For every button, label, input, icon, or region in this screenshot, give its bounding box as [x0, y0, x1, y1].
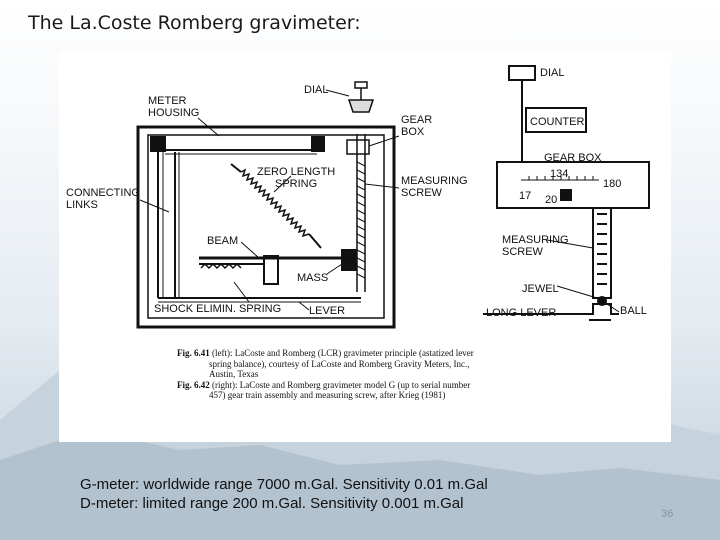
label-long-lever: LONG LEVER [486, 307, 556, 319]
label-mass: MASS [297, 272, 328, 284]
zero-length-spring [240, 168, 310, 238]
page-number: 36 [661, 508, 674, 520]
caption-line-2: spring balance), courtesy of LaCoste and… [209, 358, 470, 369]
gravimeter-figure: DIAL METER HOUSING GEAR BOX ZERO LENGTH … [59, 52, 671, 442]
figure-caption: Fig. 6.41 (left): LaCoste and Romberg (L… [177, 348, 597, 401]
caption-line-3: Austin, Texas [209, 369, 259, 380]
caption-fig-642: Fig. 6.42 [177, 379, 210, 390]
counter [525, 107, 587, 133]
model-g-diagram [483, 65, 650, 321]
label-links: LINKS [66, 199, 98, 211]
caption-line-1: (left): LaCoste and Romberg (LCR) gravim… [209, 348, 474, 358]
meter-housing [136, 125, 396, 329]
label-shock-elimin-spring: SHOCK ELIMIN. SPRING [154, 303, 281, 315]
lcr-principle-diagram [136, 81, 400, 329]
label-gear: GEAR [401, 114, 432, 126]
caption-line-4: (right): LaCoste and Romberg gravimeter … [209, 379, 471, 390]
caption-fig-641: Fig. 6.41 [177, 348, 210, 358]
right-gear-box [496, 161, 650, 209]
label-134: 134 [550, 168, 568, 180]
right-diagram-labels: DIAL COUNTER GEAR BOX 134 180 17 20 MEAS… [486, 67, 647, 319]
label-connecting: CONNECTING [66, 187, 140, 199]
label-box: BOX [401, 126, 425, 138]
label-right-screw: SCREW [502, 246, 544, 258]
label-180: 180 [603, 178, 621, 190]
right-dial [508, 65, 536, 81]
label-meter: METER [148, 95, 187, 107]
note-g-meter: G-meter: worldwide range 7000 m.Gal. Sen… [80, 476, 488, 493]
label-17: 17 [519, 190, 531, 202]
label-beam: BEAM [207, 235, 238, 247]
dial [347, 99, 375, 113]
label-housing: HOUSING [148, 107, 199, 119]
caption-line-5: 457) gear train assembly and measuring s… [209, 390, 446, 401]
left-diagram-labels: DIAL METER HOUSING GEAR BOX ZERO LENGTH … [66, 84, 468, 317]
label-zero-length: ZERO LENGTH [257, 166, 335, 178]
label-jewel: JEWEL [522, 283, 559, 295]
label-right-gear-box: GEAR BOX [544, 152, 602, 164]
label-right-measuring: MEASURING [502, 234, 569, 246]
gear-box [346, 139, 370, 155]
label-measuring: MEASURING [401, 175, 468, 187]
label-counter: COUNTER [530, 116, 584, 128]
label-ball: BALL [620, 305, 647, 317]
note-d-meter: D-meter: limited range 200 m.Gal. Sensit… [80, 495, 464, 512]
label-lever: LEVER [309, 305, 345, 317]
long-lever [483, 303, 619, 315]
mass [341, 249, 357, 271]
label-dial: DIAL [304, 84, 328, 96]
shock-elimin-spring [200, 262, 242, 270]
slide-notes: G-meter: worldwide range 7000 m.Gal. Sen… [80, 475, 488, 513]
label-spring: SPRING [275, 178, 317, 190]
figure-drawing: DIAL METER HOUSING GEAR BOX ZERO LENGTH … [66, 65, 650, 329]
label-20: 20 [545, 194, 557, 206]
label-right-dial: DIAL [540, 67, 564, 79]
label-screw: SCREW [401, 187, 443, 199]
slide-title: The La.Coste Romberg gravimeter: [28, 12, 361, 34]
